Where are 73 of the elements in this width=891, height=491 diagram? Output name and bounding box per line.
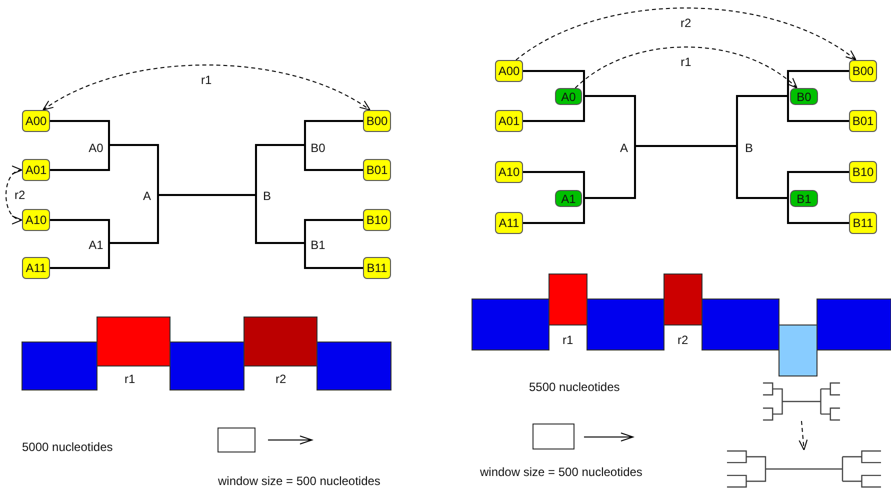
branch-line [523, 70, 585, 96]
edge-label: r2 [680, 16, 692, 30]
branch-line [50, 120, 110, 145]
leaf-node: A10 [22, 209, 50, 231]
arrow [516, 8, 856, 60]
edge-label: r1 [200, 73, 213, 87]
leaf-node: B00 [363, 110, 391, 132]
leaf-node: B10 [849, 161, 877, 183]
branch-line [304, 243, 363, 269]
branch-line [584, 95, 636, 146]
arrow [42, 64, 370, 110]
leaf-node: B11 [849, 212, 877, 234]
leaf-node: B10 [363, 209, 391, 231]
branch-line [50, 243, 110, 269]
dendrogram-drawing [763, 382, 840, 421]
branch-line [523, 96, 585, 122]
leaf-node: A10 [495, 161, 523, 183]
branch-line [523, 198, 585, 224]
cluster-node: B0 [790, 88, 818, 105]
branch-label: A [140, 188, 154, 204]
branch-line [255, 195, 305, 244]
region-label: r2 [678, 333, 688, 347]
region-label: r1 [124, 372, 136, 386]
branch-line [787, 171, 849, 198]
branch-line [736, 146, 788, 199]
leaf-node: A01 [22, 159, 50, 181]
branch-line [158, 194, 256, 196]
window-note: window size = 500 nucleotides [218, 474, 380, 488]
branch-label: B [260, 188, 274, 204]
branch-line [584, 146, 636, 199]
edge-label: r2 [14, 188, 26, 202]
leaf-node: A00 [495, 60, 523, 82]
branch-line [109, 144, 159, 195]
arrow [798, 420, 808, 450]
length-note: 5500 nucleotides [529, 380, 620, 394]
branch-line [787, 70, 849, 96]
arrow [574, 46, 798, 88]
branch-line [109, 195, 159, 244]
dendrogram-drawing [727, 450, 881, 488]
arrow [6, 168, 22, 222]
leaf-node: B00 [849, 60, 877, 82]
edge-label: r1 [680, 55, 692, 69]
branch-line [736, 95, 788, 146]
branch-label: B [742, 140, 756, 156]
branch-line [50, 145, 110, 171]
leaf-node: B01 [363, 159, 391, 181]
region-label: r1 [562, 333, 574, 347]
branch-line [523, 171, 585, 198]
leaf-node: B01 [849, 110, 877, 132]
leaf-node: A11 [22, 257, 50, 279]
branch-line [787, 96, 849, 122]
length-note: 5000 nucleotides [22, 440, 113, 454]
leaf-node: A00 [22, 110, 50, 132]
branch-line [304, 120, 363, 145]
branch-label: B0 [308, 140, 328, 156]
branch-label: A [617, 140, 631, 156]
branch-line [304, 145, 363, 171]
branch-line [635, 145, 737, 147]
cluster-node: A1 [555, 190, 582, 207]
branch-label: B1 [308, 237, 328, 253]
cluster-node: B1 [790, 190, 818, 207]
branch-label: A1 [86, 237, 106, 253]
branch-line [255, 144, 305, 195]
branch-label: A0 [86, 140, 106, 156]
leaf-node: A11 [495, 212, 523, 234]
region-label: r2 [276, 372, 286, 386]
window-note: window size = 500 nucleotides [480, 465, 642, 479]
branch-line [304, 219, 363, 243]
leaf-node: A01 [495, 110, 523, 132]
branch-line [787, 198, 849, 224]
leaf-node: B11 [363, 257, 391, 279]
cluster-node: A0 [555, 88, 582, 105]
branch-line [50, 219, 110, 243]
